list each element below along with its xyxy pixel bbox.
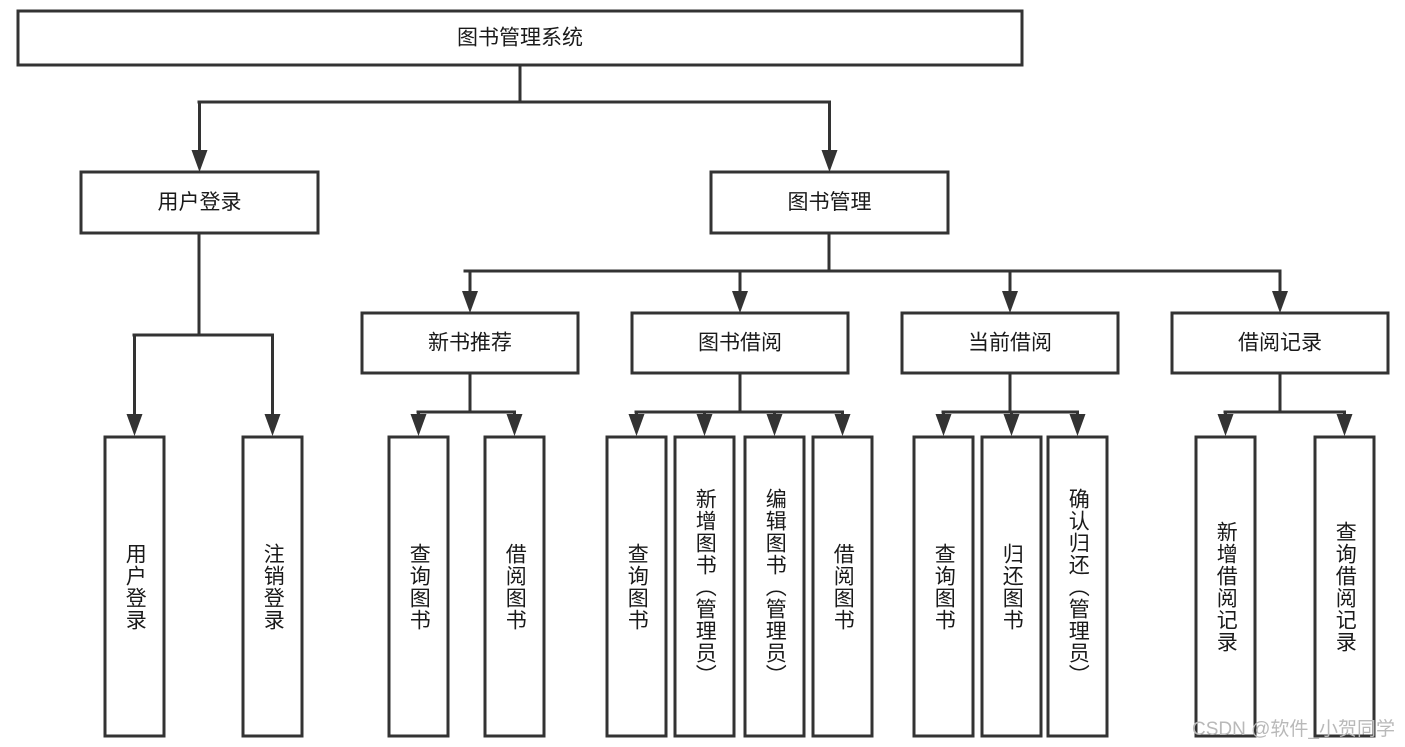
node-box-book-borrow[interactable] — [630, 311, 850, 375]
node-box-leaf-user-login[interactable] — [103, 435, 166, 738]
connectors-layer — [126, 63, 1353, 436]
arrow-head-icon — [1002, 291, 1018, 313]
node-box-leaf-logout[interactable] — [241, 435, 304, 738]
node-label-current-borrow: 当前借阅 — [968, 332, 1052, 355]
node-box-leaf-query-book-cur[interactable] — [912, 435, 975, 738]
node-label-borrow-record: 借阅记录 — [1238, 332, 1322, 355]
node-box-leaf-add-record[interactable] — [1194, 435, 1257, 738]
arrow-head-icon — [462, 291, 478, 313]
arrow-head-icon — [834, 414, 851, 436]
boxes-layer — [16, 9, 1390, 738]
arrow-head-icon — [191, 150, 208, 172]
arrow-head-icon — [1003, 414, 1020, 436]
node-box-leaf-return-book[interactable] — [980, 435, 1043, 738]
arrow-head-icon — [410, 414, 427, 436]
node-box-user-login[interactable] — [79, 170, 320, 235]
node-box-new-book-recommend[interactable] — [360, 311, 580, 375]
arrow-head-icon — [126, 414, 143, 436]
node-box-root[interactable] — [16, 9, 1024, 67]
arrow-head-icon — [1217, 414, 1234, 436]
node-label-book-manage: 图书管理 — [788, 191, 872, 214]
node-box-book-manage[interactable] — [709, 170, 950, 235]
node-box-leaf-borrow-book[interactable] — [811, 435, 874, 738]
node-box-leaf-edit-book[interactable] — [743, 435, 806, 738]
node-box-leaf-confirm-return[interactable] — [1046, 435, 1109, 738]
node-box-current-borrow[interactable] — [900, 311, 1120, 375]
node-label-root: 图书管理系统 — [457, 27, 583, 50]
node-box-leaf-add-book[interactable] — [673, 435, 736, 738]
watermark-text: CSDN @软件_小贺同学 — [1192, 719, 1395, 740]
node-box-borrow-record[interactable] — [1170, 311, 1390, 375]
arrow-head-icon — [1069, 414, 1086, 436]
node-label-book-borrow: 图书借阅 — [698, 332, 782, 355]
node-box-leaf-query-book-borrow[interactable] — [605, 435, 668, 738]
node-box-leaf-query-record[interactable] — [1313, 435, 1376, 738]
arrow-head-icon — [1336, 414, 1353, 436]
node-box-leaf-borrow-book-rec[interactable] — [483, 435, 546, 738]
arrow-head-icon — [506, 414, 523, 436]
arrow-head-icon — [264, 414, 281, 436]
arrow-head-icon — [732, 291, 748, 313]
arrow-head-icon — [766, 414, 783, 436]
arrow-head-icon — [935, 414, 952, 436]
arrow-head-icon — [628, 414, 645, 436]
node-box-leaf-query-book-rec[interactable] — [387, 435, 450, 738]
arrow-head-icon — [696, 414, 713, 436]
arrow-head-icon — [821, 150, 838, 172]
arrow-head-icon — [1272, 291, 1288, 313]
node-label-new-book-recommend: 新书推荐 — [428, 332, 512, 355]
node-label-user-login: 用户登录 — [158, 191, 242, 214]
